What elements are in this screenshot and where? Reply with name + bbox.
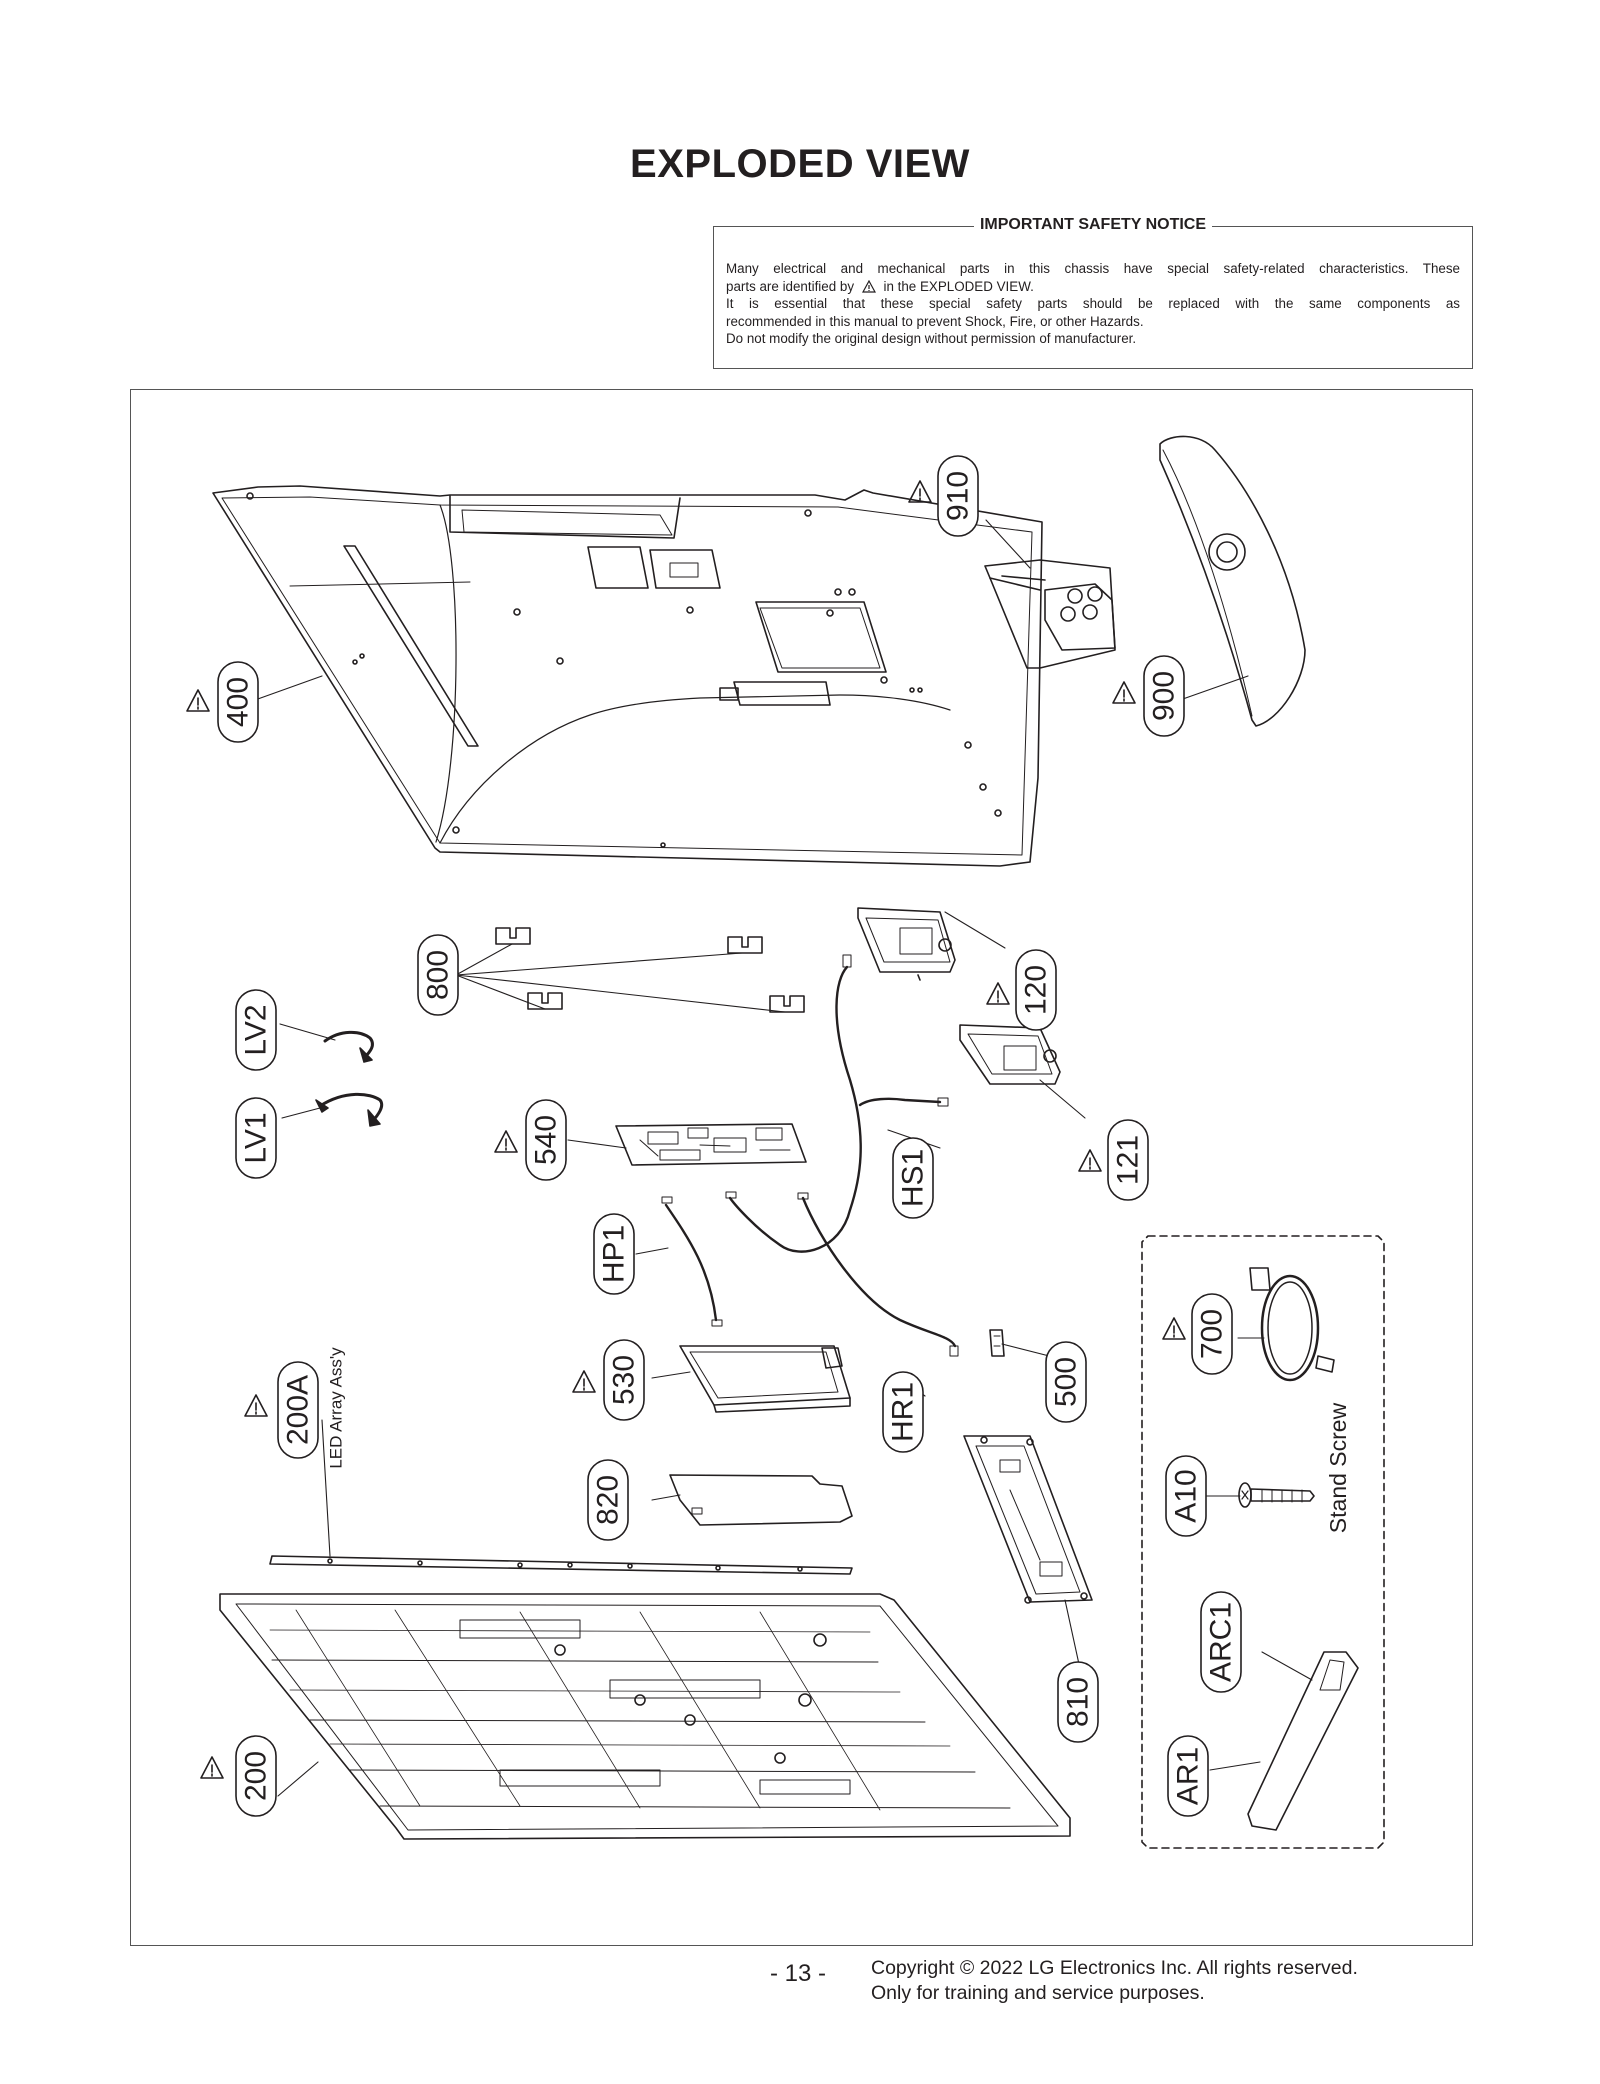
notice-line-2-post: in the EXPLODED VIEW. [883,278,1034,294]
lv-cables-drawing [315,1030,384,1127]
label-200a: 200A [277,1361,319,1459]
speaker-121-drawing [959,1024,1061,1085]
label-900: 900 [1143,655,1185,737]
leader-lines [254,519,1313,1797]
insulator-sheet-drawing [669,1474,853,1526]
stand-body-drawing [984,559,1116,669]
label-900-text: 900 [1148,671,1181,721]
power-board-drawing [679,1345,851,1413]
ir-board-drawing [989,1329,1005,1357]
label-hs1: HS1 [892,1137,934,1219]
safety-notice: IMPORTANT SAFETY NOTICE Many electrical … [713,216,1473,369]
label-a10-text: A10 [1170,1469,1203,1522]
label-121-text: 121 [1112,1135,1145,1185]
label-hp1-text: HP1 [598,1225,631,1283]
main-frame-drawing [219,1593,1071,1840]
remote-control-drawing [1247,1651,1359,1831]
caption-led-array: LED Array Ass'y [327,1347,346,1469]
label-530: 530 [603,1339,645,1421]
label-120-text: 120 [1020,965,1053,1015]
label-120: 120 [1015,949,1057,1031]
caption-stand-screw-text: Stand Screw [1325,1402,1351,1533]
label-a10: A10 [1165,1455,1207,1537]
power-cord-drawing [1249,1267,1335,1382]
label-700-text: 700 [1196,1309,1229,1359]
harness-cables-drawing [661,954,959,1357]
label-lv1-text: LV1 [240,1112,273,1163]
copyright-notice: Copyright © 2022 LG Electronics Inc. All… [871,1956,1358,2006]
caption-led-array-text: LED Array Ass'y [327,1347,346,1469]
label-540-text: 540 [530,1115,563,1165]
copyright-line-1: Copyright © 2022 LG Electronics Inc. All… [871,1957,1358,1979]
label-200a-text: 200A [282,1375,315,1445]
label-hr1: HR1 [882,1371,924,1453]
stand-bracket-drawing [963,1435,1093,1604]
label-800-text: 800 [422,950,455,1000]
label-lv1: LV1 [235,1097,277,1179]
label-800: 800 [417,934,459,1016]
led-array-drawing [269,1555,853,1575]
label-200-text: 200 [240,1751,273,1801]
label-820-text: 820 [592,1475,625,1525]
notice-line-1: Many electrical and mechanical parts in … [726,261,1460,276]
label-ar1: AR1 [1167,1735,1209,1817]
label-810: 810 [1057,1661,1099,1743]
label-hr1-text: HR1 [887,1382,920,1442]
label-540: 540 [525,1099,567,1181]
label-hp1: HP1 [593,1213,635,1295]
wall-brackets-drawing [495,927,805,1013]
notice-line-4: recommended in this manual to prevent Sh… [726,313,1144,329]
label-200: 200 [235,1735,277,1817]
part-labels: 910 900 400 800 120 LV2 LV1 540 [217,455,1351,1817]
label-arc1-text: ARC1 [1205,1602,1238,1682]
exploded-view-frame [130,389,1473,1946]
label-400-text: 400 [222,677,255,727]
notice-line-3: It is essential that these special safet… [726,296,1460,311]
back-cover-drawing [212,485,1043,867]
page-title: EXPLODED VIEW [630,142,970,186]
safety-notice-title: IMPORTANT SAFETY NOTICE [973,216,1213,233]
label-810-text: 810 [1062,1677,1095,1727]
speaker-120-drawing [857,907,956,981]
label-121: 121 [1107,1119,1149,1201]
label-lv2-text: LV2 [240,1004,273,1055]
safety-notice-title-wrap: IMPORTANT SAFETY NOTICE [714,216,1472,234]
copyright-line-2: Only for training and service purposes. [871,1982,1205,2004]
label-820: 820 [587,1459,629,1541]
label-910: 910 [937,455,979,537]
label-ar1-text: AR1 [1172,1747,1205,1805]
label-500: 500 [1045,1341,1087,1423]
notice-line-2-pre: parts are identified by [726,278,855,294]
notice-line-5: Do not modify the original design withou… [726,331,1137,346]
label-530-text: 530 [608,1355,641,1405]
notice-line-2: parts are identified by in the EXPLODED … [726,278,1460,296]
label-arc1: ARC1 [1200,1591,1242,1693]
caption-stand-screw: Stand Screw [1325,1402,1351,1533]
label-hs1-text: HS1 [897,1149,930,1207]
main-board-drawing [615,1123,807,1166]
page-number: - 13 - [770,1960,827,1987]
label-910-text: 910 [942,471,975,521]
safety-notice-body: Many electrical and mechanical parts in … [726,260,1460,348]
warning-triangle-icon [861,279,876,293]
label-lv2: LV2 [235,989,277,1071]
stand-screw-drawing [1238,1482,1315,1508]
label-500-text: 500 [1050,1357,1083,1407]
label-700: 700 [1191,1293,1233,1375]
accessories-frame [1141,1235,1385,1849]
label-400: 400 [217,661,259,743]
stand-base-drawing [1159,435,1306,727]
safety-warning-icons [186,480,1186,1779]
